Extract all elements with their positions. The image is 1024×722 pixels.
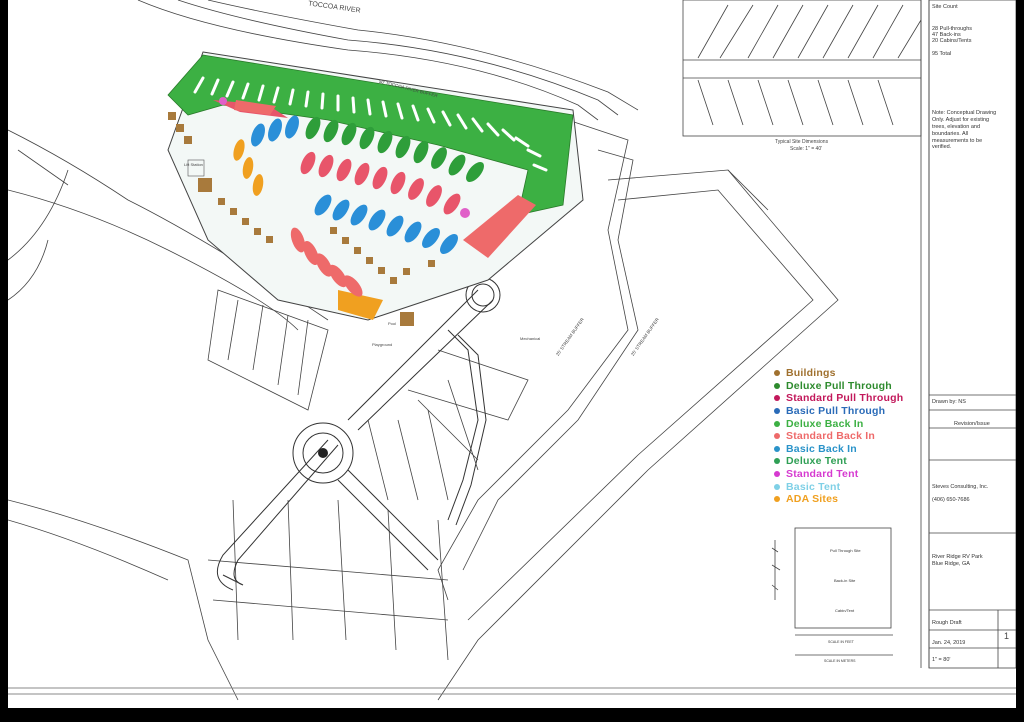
- river-edge-north: [137, 0, 599, 121]
- inset-row: Pull Through Site: [830, 548, 861, 553]
- legend-swatch: [774, 382, 780, 389]
- typical-site-detail: [682, 0, 922, 137]
- legend-swatch: [774, 483, 780, 490]
- legend-swatch: [774, 370, 780, 377]
- legend-item: Buildings: [774, 367, 903, 380]
- site-plan-sheet: TOCCOA RIVER 50' TOCCOA RIVER BUFFER 25'…: [8, 0, 1016, 708]
- legend-item: Deluxe Pull Through: [774, 380, 903, 393]
- legend-label: Buildings: [786, 367, 836, 380]
- legend-item: Basic Back In: [774, 443, 903, 456]
- legend-item: Basic Tent: [774, 480, 903, 493]
- legend-swatch: [774, 458, 780, 465]
- drawing-date: Jan. 24, 2019: [932, 640, 966, 646]
- river-edge-outer: [177, 0, 619, 116]
- site-count-line: 28 Pull-throughs: [932, 26, 973, 32]
- roundabout-center: [318, 448, 328, 458]
- buildings: [168, 112, 435, 326]
- site-key-inset: [771, 527, 893, 656]
- detail-scale: Scale: 1" = 40': [790, 146, 823, 152]
- consultant-phone: (406) 650-7686: [932, 497, 970, 503]
- legend-item: Deluxe Tent: [774, 455, 903, 468]
- sheet-number: 1: [1004, 631, 1010, 641]
- drawing-status: Rough Draft: [932, 620, 962, 626]
- legend-swatch: [774, 471, 780, 478]
- scale-meters: SCALE IN METERS: [824, 659, 856, 663]
- legend-label: Basic Back In: [786, 442, 857, 455]
- zone-deluxe-back-in: [305, 116, 484, 182]
- drawn-by: Drawn by: NS: [932, 399, 966, 405]
- consultant-name: Steves Consulting, Inc.: [932, 484, 989, 490]
- legend-label: ADA Sites: [786, 493, 839, 506]
- zone-deluxe-pull-through: [167, 54, 574, 216]
- legend-item: Basic Pull Through: [774, 405, 903, 418]
- zone-basic-pull-through: [251, 115, 458, 254]
- zone-standard-back-in: [234, 100, 536, 297]
- legend-swatch: [774, 445, 780, 452]
- legend-item: Standard Pull Through: [774, 392, 903, 405]
- zone-ada-sites: [233, 139, 383, 320]
- mechanical-label: Mechanical: [520, 336, 541, 341]
- site-count-line: 95 Total: [932, 51, 952, 57]
- legend-label: Basic Tent: [786, 480, 841, 493]
- river-bank-top: [207, 0, 639, 111]
- legend-item: Standard Back In: [774, 430, 903, 443]
- inset-row: Back-in Site: [834, 578, 856, 583]
- drawing-scale: 1" = 80': [932, 657, 951, 663]
- conceptual-note: Note: Conceptual Drawing Only. Adjust fo…: [932, 110, 997, 151]
- legend-swatch: [774, 408, 780, 415]
- legend-item: ADA Sites: [774, 493, 903, 506]
- project-name: River Ridge RV Park Blue Ridge, GA: [932, 554, 983, 567]
- site-count-line: 47 Back-ins: [932, 32, 961, 38]
- legend-label: Standard Tent: [786, 468, 859, 481]
- site-count-heading: Site Count: [932, 4, 958, 10]
- legend-label: Deluxe Pull Through: [786, 379, 892, 392]
- legend-item: Deluxe Back In: [774, 417, 903, 430]
- pool-label: Pool: [388, 321, 397, 326]
- title-block-frame: [920, 0, 1016, 669]
- legend-label: Basic Pull Through: [786, 405, 886, 418]
- legend-label: Deluxe Back In: [786, 417, 864, 430]
- legend-label: Standard Back In: [786, 430, 875, 443]
- legend-label: Deluxe Tent: [786, 455, 847, 468]
- legend-swatch: [774, 496, 780, 503]
- lift-station-label: Lift Station: [184, 162, 203, 167]
- legend-label: Standard Pull Through: [786, 392, 904, 405]
- scale-feet: SCALE IN FEET: [828, 640, 854, 644]
- legend-swatch: [774, 420, 780, 427]
- revision-issue: Revision/Issue: [954, 421, 990, 427]
- inset-row: Cabin/Tent: [835, 608, 855, 613]
- zone-standard-pull-through: [300, 151, 461, 215]
- site-count-line: 20 Cabins/Tents: [932, 38, 972, 44]
- playground-label: Playground: [372, 342, 393, 347]
- legend-swatch: [774, 433, 780, 440]
- site-plan-drawing: [8, 0, 1016, 701]
- legend-swatch: [774, 395, 780, 402]
- legend-item: Standard Tent: [774, 468, 903, 481]
- detail-caption: Typical Site Dimensions: [775, 139, 829, 145]
